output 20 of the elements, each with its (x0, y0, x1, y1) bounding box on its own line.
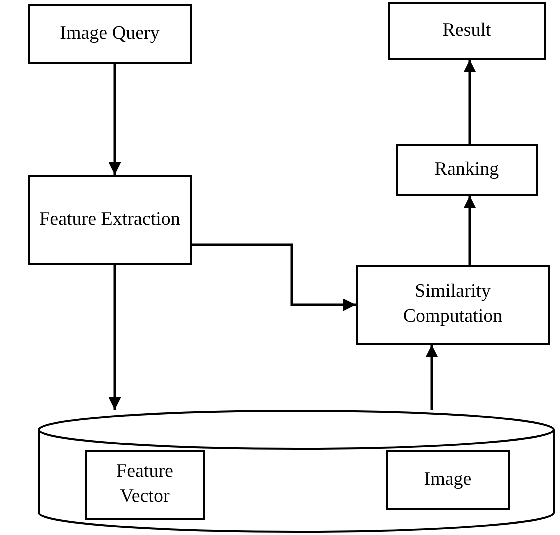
process-box (85, 450, 205, 520)
box-label: Feature Vector (116, 460, 174, 509)
process-box (28, 175, 192, 265)
process-box (388, 2, 546, 60)
box-label: Feature Extraction (40, 208, 180, 232)
arrow (192, 244, 356, 312)
arrow (464, 60, 476, 144)
box-label: Similarity Computation (402, 280, 504, 329)
process-box (28, 4, 192, 64)
arrow (464, 196, 476, 265)
process-box (386, 450, 510, 510)
process-box (396, 144, 538, 196)
arrow (426, 345, 438, 410)
box-label: Image Query (60, 22, 160, 46)
box-label: Image (424, 468, 472, 492)
box-label: Ranking (434, 158, 500, 182)
process-box (356, 265, 550, 345)
arrow (108, 265, 122, 410)
box-label: Result (442, 18, 492, 43)
arrow (108, 64, 122, 175)
